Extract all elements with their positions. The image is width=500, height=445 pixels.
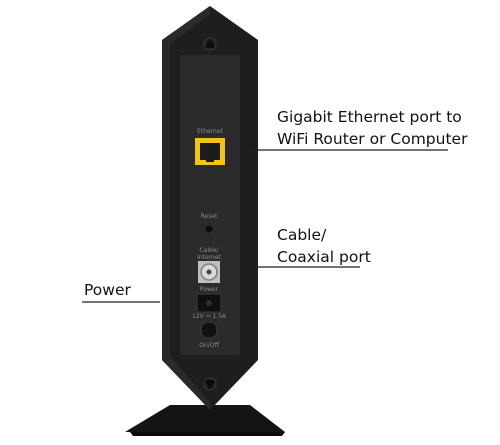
reset-label: Reset (201, 213, 218, 220)
power-callout: Power (84, 279, 131, 301)
coax-port-pin (206, 269, 212, 275)
modem-bevel-left (162, 6, 210, 410)
cable-label-line2: Internet (197, 254, 221, 261)
modem-stand-shadow (130, 432, 285, 436)
power-callout-label: Power (84, 281, 131, 299)
ethernet-callout-line1: Gigabit Ethernet port to (277, 108, 462, 126)
power-label: Power (200, 286, 219, 293)
ethernet-callout: Gigabit Ethernet port to WiFi Router or … (277, 106, 467, 150)
on-off-switch (200, 321, 218, 339)
cable-label-line1: Cable/ (199, 247, 219, 254)
ethernet-callout-line2: WiFi Router or Computer (277, 130, 468, 148)
ethernet-port-clip (206, 158, 214, 162)
power-port-pin (206, 300, 212, 306)
modem-back-panel (180, 55, 240, 355)
top-screw-hole-ring (203, 37, 217, 51)
on-off-label: On/Off (199, 342, 219, 349)
modem-stand (125, 405, 285, 432)
ethernet-port-socket (200, 143, 220, 160)
bottom-screw-hole-ring (203, 377, 217, 391)
ethernet-port-label: Ethernet (197, 128, 223, 135)
coax-callout-line2: Coaxial port (277, 248, 371, 266)
reset-button (205, 225, 213, 233)
top-screw-hole (204, 39, 216, 48)
coax-callout-line1: Cable/ (277, 226, 327, 244)
coax-callout: Cable/ Coaxial port (277, 224, 371, 268)
bottom-screw-hole (204, 380, 216, 389)
power-rating-label: 12V ⎓ 1.5A (192, 313, 227, 320)
